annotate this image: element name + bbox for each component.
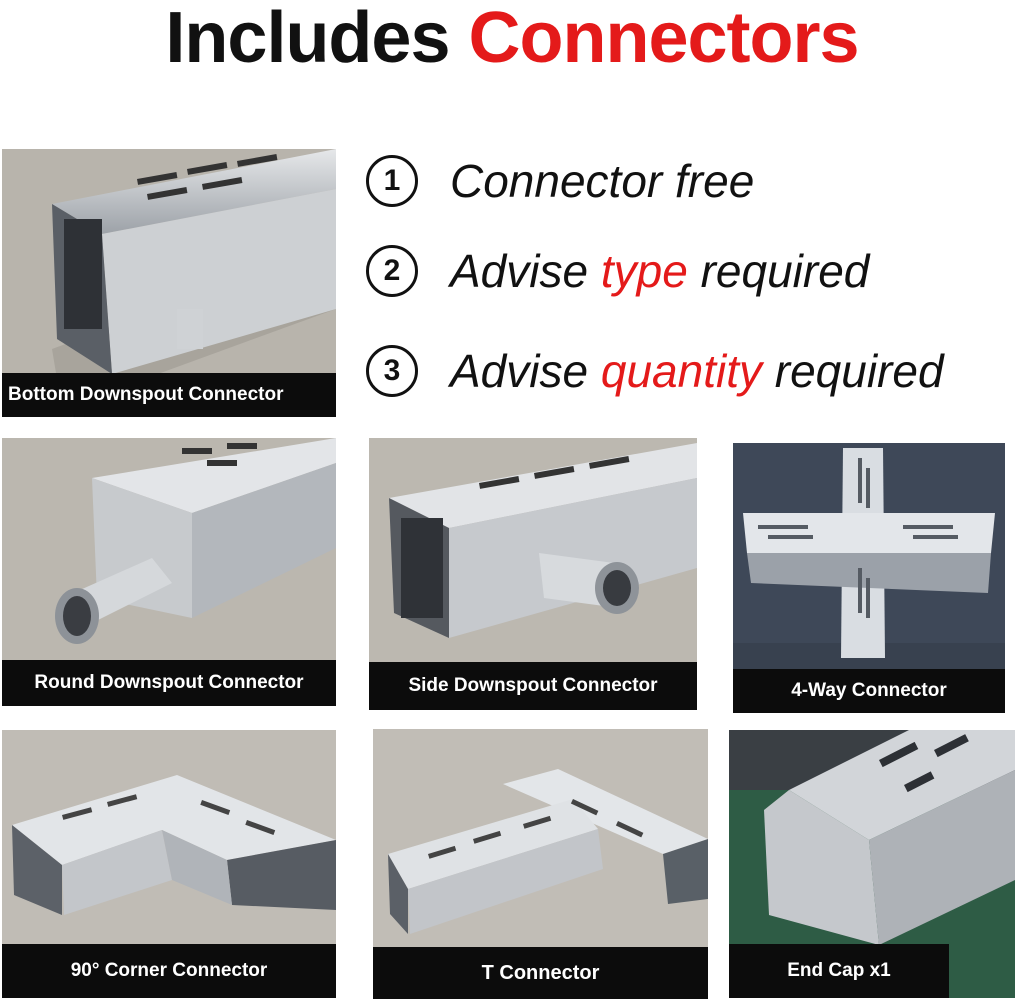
step-text-3: Advise quantity required <box>450 345 944 397</box>
caption-four-way: 4-Way Connector <box>733 669 1005 713</box>
caption-round-downspout: Round Downspout Connector <box>2 660 336 706</box>
page-title: Includes Connectors <box>0 0 1024 80</box>
step-text-2: Advise type required <box>450 245 870 297</box>
step-number-1: 1 <box>366 155 418 207</box>
step-1: 1 Connector free <box>366 146 1016 216</box>
product-tile-bottom-downspout: Bottom Downspout Connector <box>2 149 336 417</box>
step-number-3: 3 <box>366 345 418 397</box>
product-tile-round-downspout: Round Downspout Connector <box>2 438 336 706</box>
caption-side-downspout: Side Downspout Connector <box>369 662 697 710</box>
product-tile-four-way: 4-Way Connector <box>733 443 1005 713</box>
bottom-downspout-image <box>2 149 336 417</box>
product-tile-corner: 90° Corner Connector <box>2 730 336 998</box>
caption-end-cap: End Cap x1 <box>729 944 949 998</box>
product-tile-t-connector: T Connector <box>373 729 708 999</box>
title-includes: Includes <box>165 0 450 78</box>
product-tile-side-downspout: Side Downspout Connector <box>369 438 697 710</box>
step-text-1: Connector free <box>450 155 755 207</box>
caption-t-connector: T Connector <box>373 947 708 999</box>
four-way-image <box>733 443 1005 713</box>
step-2: 2 Advise type required <box>366 236 1016 306</box>
title-connectors: Connectors <box>468 0 860 78</box>
product-tile-end-cap: End Cap x1 <box>729 730 1015 998</box>
caption-corner: 90° Corner Connector <box>2 944 336 998</box>
caption-bottom-downspout: Bottom Downspout Connector <box>2 373 336 417</box>
step-number-2: 2 <box>366 245 418 297</box>
step-3: 3 Advise quantity required <box>366 336 1016 406</box>
